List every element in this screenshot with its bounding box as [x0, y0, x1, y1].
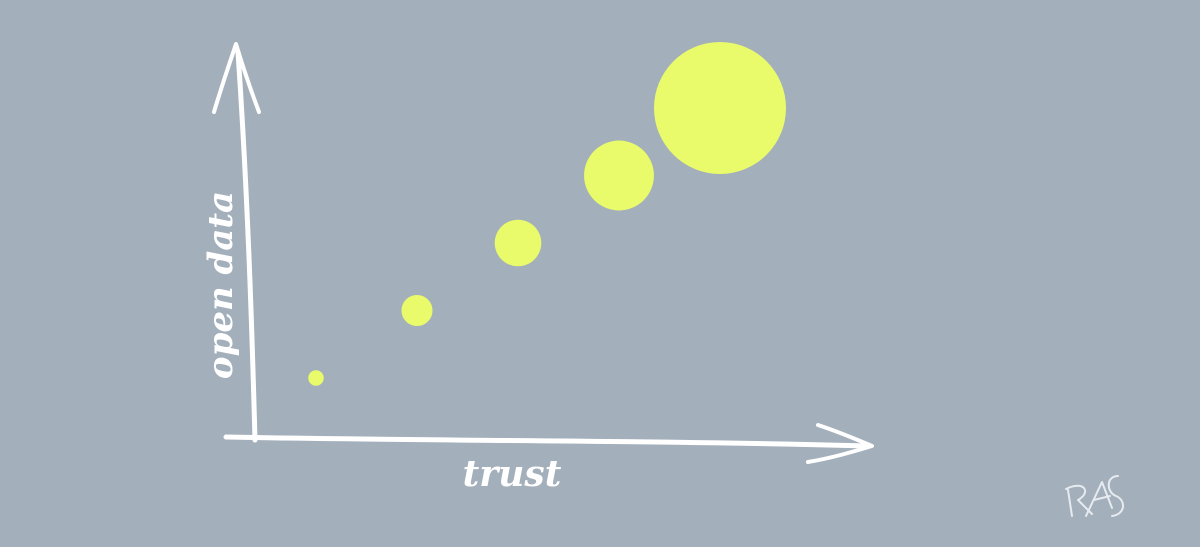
bubble-point-3 — [494, 219, 542, 267]
y-axis-line — [235, 49, 258, 443]
x-axis-arrowhead — [806, 423, 874, 464]
bubble-point-5 — [654, 42, 786, 174]
bubble-point-4 — [584, 140, 654, 211]
bubble-point-2 — [401, 294, 433, 327]
x-axis-label: trust — [463, 453, 562, 495]
y-axis-label: open data — [201, 191, 241, 379]
bubble-series — [308, 42, 786, 386]
x-axis-line — [223, 434, 871, 449]
signature-mark — [1065, 475, 1124, 517]
bubble-point-1 — [308, 370, 324, 386]
y-axis-arrowhead — [212, 42, 261, 114]
